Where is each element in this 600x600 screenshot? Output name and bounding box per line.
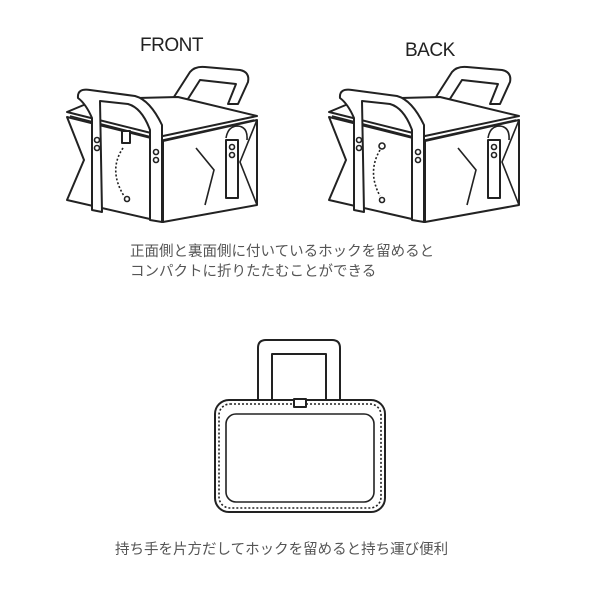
fold-caption-line1: 正面側と裏面側に付いているホックを留めると bbox=[130, 244, 435, 260]
front-bag-illustration bbox=[66, 65, 258, 223]
snap-hook bbox=[121, 130, 131, 144]
fold-caption-line2: コンパクトに折りたたむことができる bbox=[130, 264, 377, 280]
folded-bag-illustration bbox=[214, 339, 386, 513]
carry-caption: 持ち手を片方だしてホックを留めると持ち運び便利 bbox=[115, 542, 449, 558]
back-label: BACK bbox=[405, 40, 455, 61]
back-bag-illustration bbox=[328, 65, 520, 223]
front-label: FRONT bbox=[140, 35, 203, 56]
